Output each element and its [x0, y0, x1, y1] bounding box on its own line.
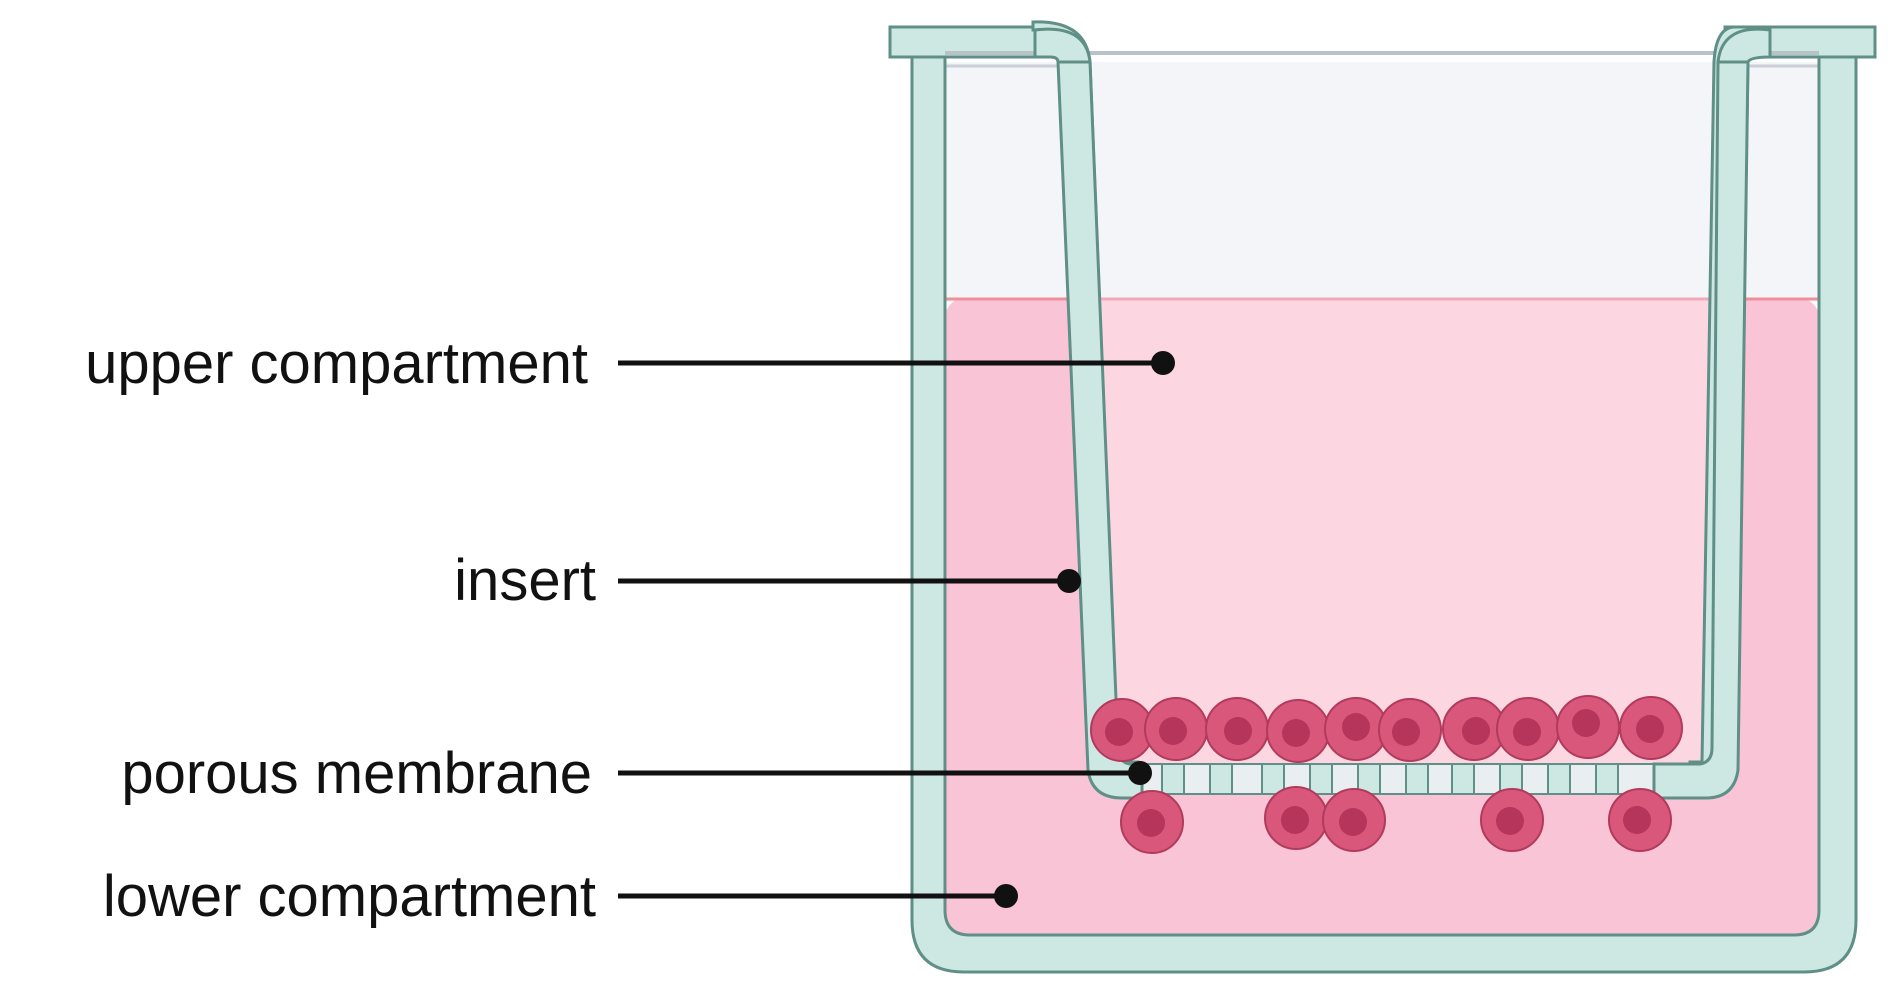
cell — [1266, 699, 1330, 763]
insert-flange-left — [1033, 27, 1092, 64]
upper-cells — [1090, 695, 1683, 763]
cell — [1322, 788, 1386, 852]
lower-cells — [1120, 786, 1672, 854]
cell — [1608, 788, 1672, 852]
pore — [1261, 763, 1285, 795]
cell — [1144, 697, 1208, 761]
leader-upper — [618, 351, 1175, 375]
pore — [1309, 763, 1333, 795]
leader-lower — [618, 884, 1018, 908]
pore — [1209, 763, 1233, 795]
label-lower-compartment: lower compartment — [103, 864, 596, 929]
pore — [1405, 763, 1429, 795]
insert-bottom-right — [1652, 60, 1750, 800]
upper-compartment-medium — [1070, 298, 1741, 768]
label-insert: insert — [454, 548, 596, 613]
leader-dot-lower — [994, 884, 1018, 908]
cell — [1324, 697, 1388, 761]
insert-headspace — [1066, 62, 1743, 298]
cell — [1619, 696, 1683, 760]
leader-insert — [618, 569, 1081, 593]
cell — [1480, 788, 1544, 852]
leader-membrane — [618, 761, 1152, 785]
label-porous-membrane: porous membrane — [121, 741, 592, 806]
insert-flange-right — [1716, 27, 1772, 64]
cell — [1090, 698, 1154, 762]
cell — [1205, 697, 1269, 761]
pore — [1451, 763, 1475, 795]
leader-dot-upper — [1151, 351, 1175, 375]
cell — [1556, 695, 1620, 759]
pore — [1547, 763, 1571, 795]
leader-dot-insert — [1057, 569, 1081, 593]
cell — [1378, 698, 1442, 762]
label-upper-compartment: upper compartment — [85, 331, 588, 396]
pore — [1595, 763, 1619, 795]
cell — [1120, 790, 1184, 854]
pore — [1161, 763, 1185, 795]
leader-dot-membrane — [1128, 761, 1152, 785]
cell — [1264, 786, 1328, 850]
membrane-pores — [1161, 763, 1619, 795]
well-wall — [910, 55, 1858, 974]
cell — [1442, 697, 1506, 761]
cell — [1496, 697, 1560, 761]
